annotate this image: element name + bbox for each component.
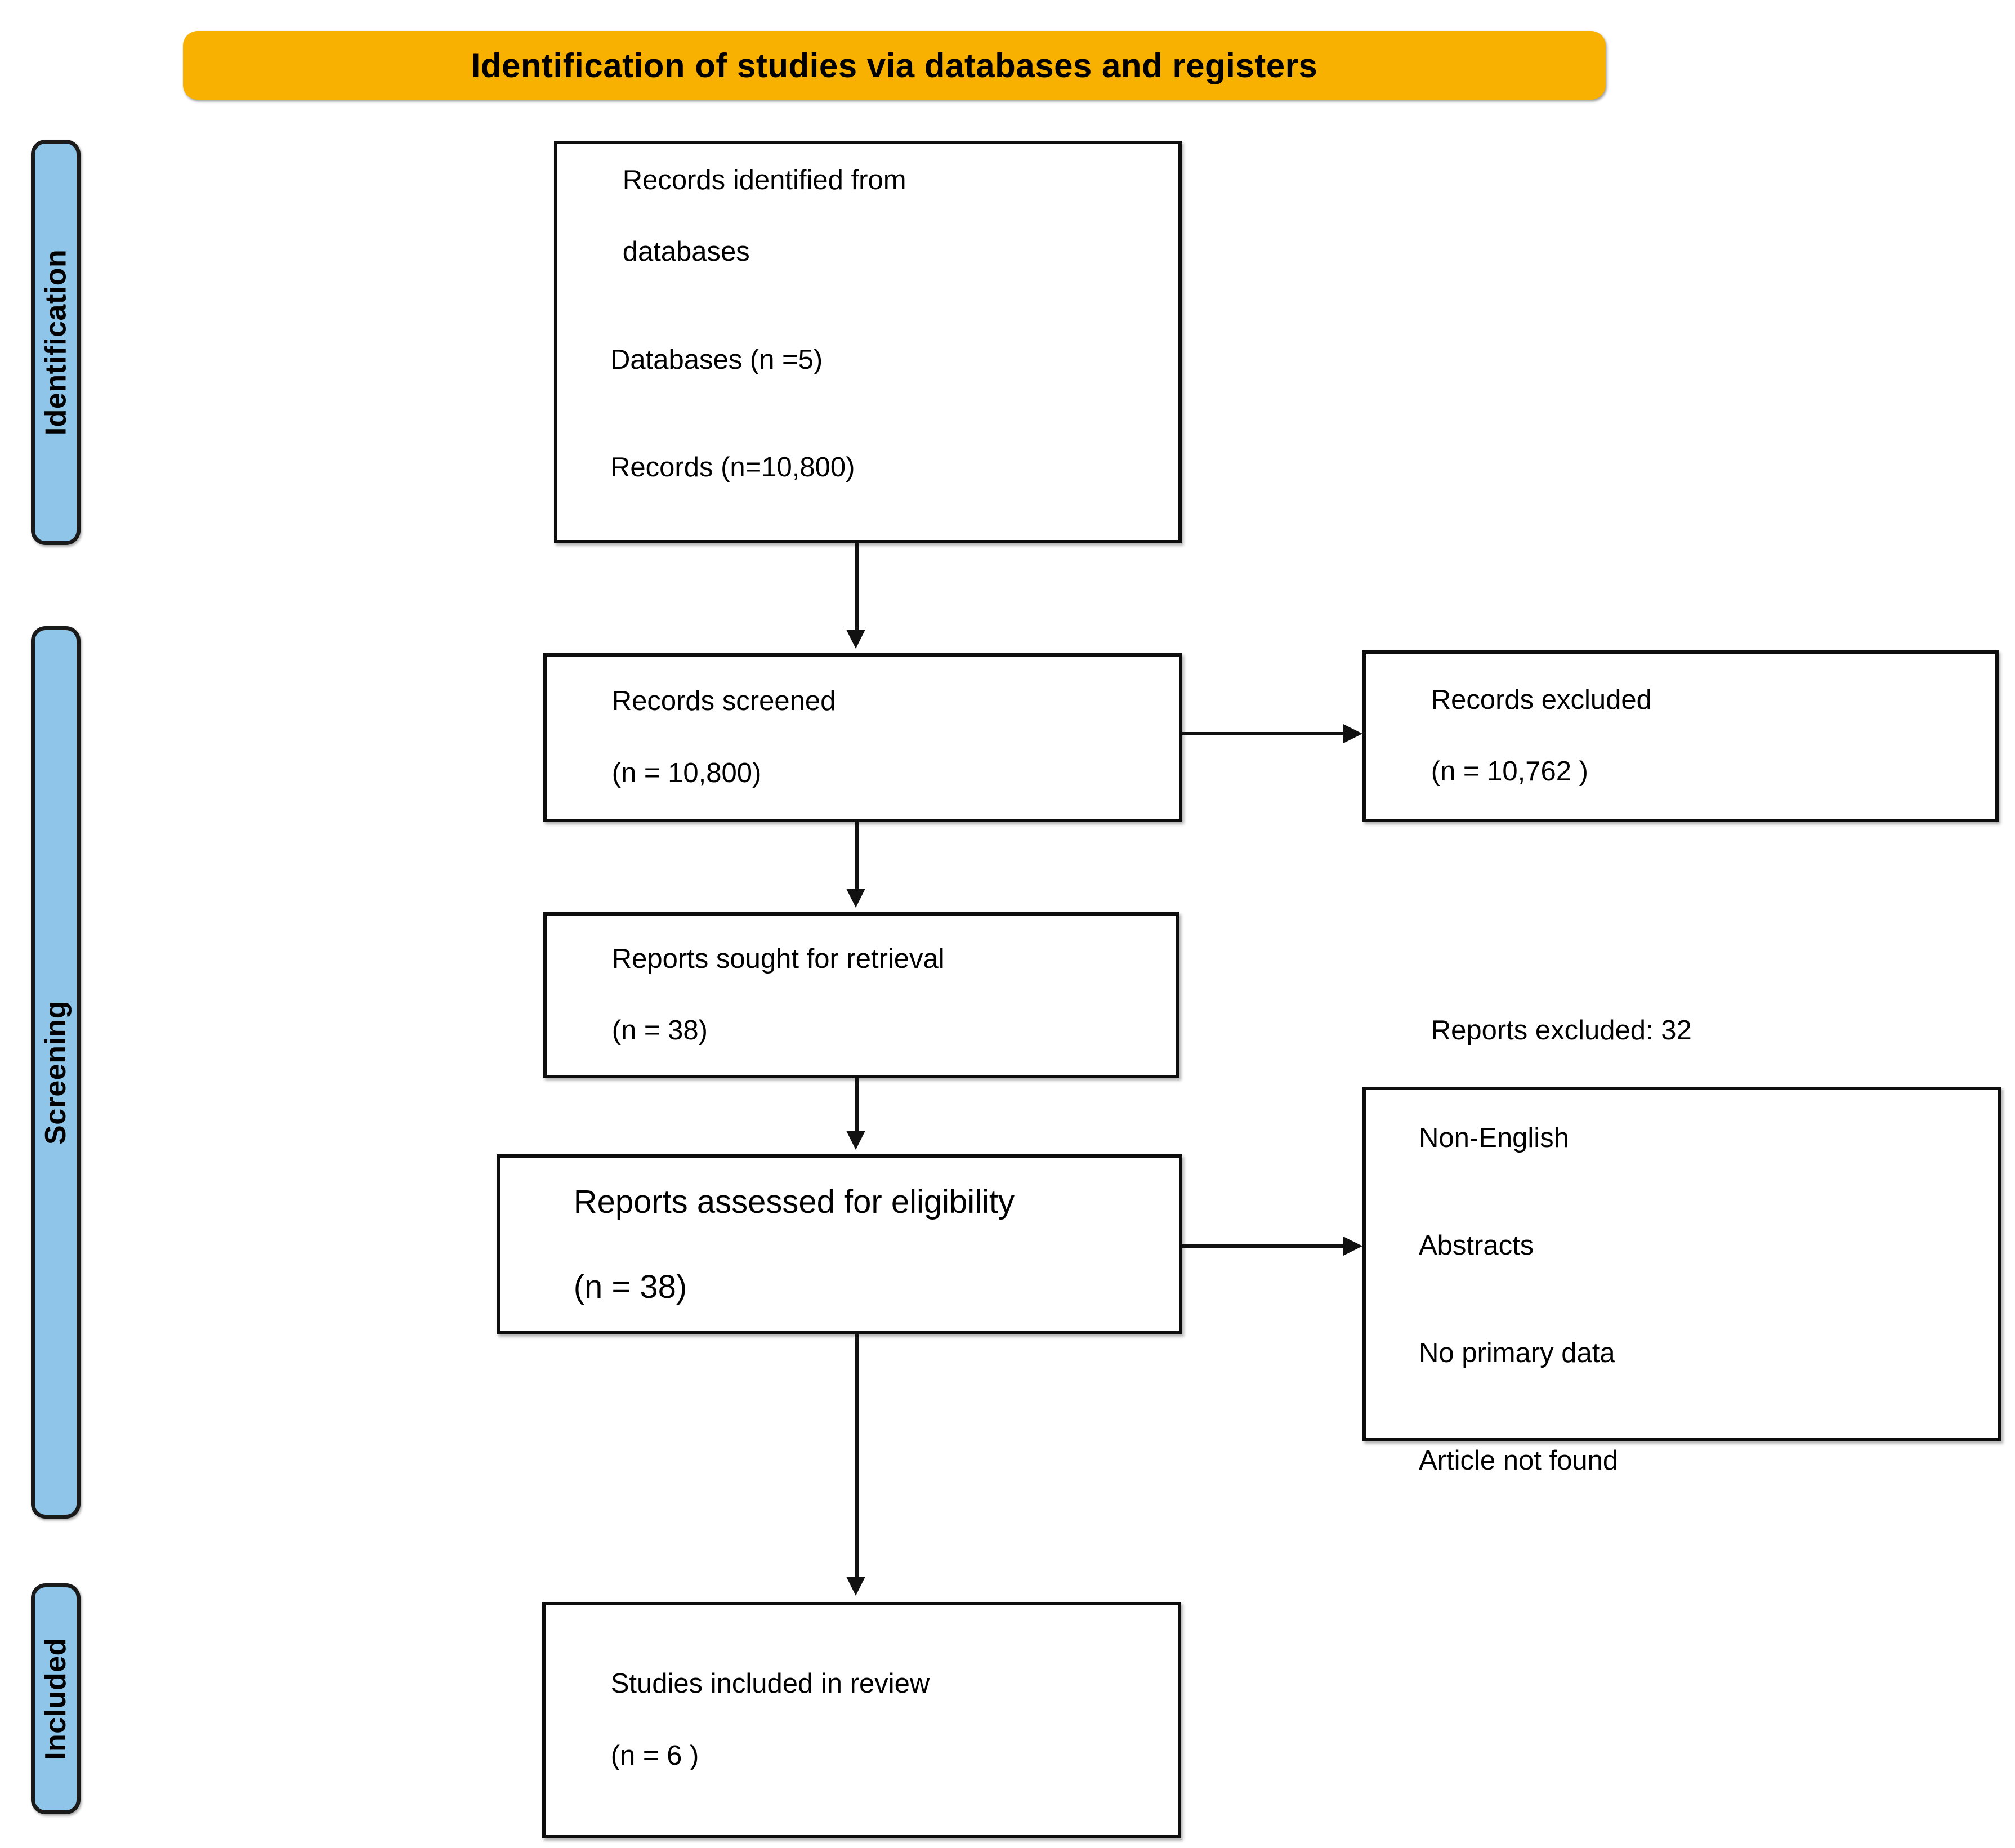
- connector-eligibility-to-reports-excluded: [1182, 1244, 1344, 1248]
- reports-eligibility-label: Reports assessed for eligibility: [573, 1183, 1015, 1220]
- box-reports-sought: Reports sought for retrieval (n = 38): [543, 912, 1179, 1078]
- arrowhead-down-icon: [846, 630, 865, 649]
- diagram-header-banner: Identification of studies via databases …: [183, 31, 1606, 100]
- box-reports-sought-text: Reports sought for retrieval (n = 38): [547, 905, 1176, 1084]
- reports-excluded-reason-4: Article not found: [1419, 1445, 1619, 1476]
- studies-included-label: Studies included in review: [610, 1668, 930, 1699]
- arrowhead-down-icon: [846, 1577, 865, 1596]
- connector-eligibility-to-included: [855, 1334, 859, 1579]
- connector-screened-to-sought: [855, 822, 859, 892]
- records-screened-label: Records screened: [611, 686, 836, 717]
- records-excluded-count: (n = 10,762 ): [1431, 756, 1588, 787]
- stage-label-included: Included: [39, 1637, 73, 1760]
- arrowhead-down-icon: [846, 1131, 865, 1150]
- box-reports-eligibility-text: Reports assessed for eligibility (n = 38…: [500, 1139, 1179, 1351]
- box-records-excluded-text: Records excluded (n = 10,762 ): [1366, 646, 1995, 825]
- records-excluded-label: Records excluded: [1431, 684, 1652, 715]
- stage-label-identification: Identification: [39, 249, 72, 436]
- stage-label-screening: Screening: [39, 1000, 73, 1145]
- reports-excluded-label: Reports excluded: 32: [1431, 1015, 1692, 1046]
- records-screened-count: (n = 10,800): [611, 757, 762, 788]
- box-records-excluded: Records excluded (n = 10,762 ): [1362, 650, 1999, 822]
- diagram-title: Identification of studies via databases …: [471, 46, 1318, 84]
- box-records-identified-text: Records identified from databases Databa…: [557, 127, 1178, 557]
- stage-bar-screening: Screening: [31, 626, 81, 1519]
- records-identified-line2: databases: [622, 236, 750, 267]
- arrowhead-right-icon: [1343, 1237, 1362, 1256]
- records-identified-records: Records (n=10,800): [610, 452, 855, 483]
- reports-excluded-reason-3: No primary data: [1419, 1338, 1615, 1369]
- box-records-identified: Records identified from databases Databa…: [554, 141, 1182, 543]
- box-reports-excluded: Reports excluded: 32 Non-English Abstrac…: [1362, 1015, 2001, 1476]
- connector-screened-to-records-excluded: [1182, 732, 1344, 735]
- box-reports-excluded-text: Reports excluded: 32 Non-English Abstrac…: [1366, 977, 1998, 1551]
- records-identified-databases: Databases (n =5): [610, 344, 823, 375]
- box-records-screened: Records screened (n = 10,800): [543, 653, 1182, 822]
- connector-identified-to-screened: [855, 543, 859, 633]
- reports-sought-label: Reports sought for retrieval: [611, 943, 945, 974]
- stage-bar-identification: Identification: [31, 140, 81, 545]
- records-identified-line1: Records identified from: [622, 165, 906, 196]
- reports-sought-count: (n = 38): [611, 1015, 708, 1046]
- box-studies-included-text: Studies included in review (n = 6 ): [546, 1631, 1178, 1810]
- reports-excluded-reason-2: Abstracts: [1419, 1230, 1534, 1261]
- arrowhead-right-icon: [1343, 724, 1362, 743]
- stage-bar-included: Included: [31, 1583, 81, 1814]
- reports-excluded-reason-1: Non-English: [1419, 1123, 1569, 1154]
- arrowhead-down-icon: [846, 889, 865, 908]
- reports-eligibility-count: (n = 38): [573, 1268, 687, 1305]
- box-studies-included: Studies included in review (n = 6 ): [542, 1602, 1181, 1838]
- box-records-screened-text: Records screened (n = 10,800): [547, 648, 1179, 827]
- connector-sought-to-eligibility: [855, 1078, 859, 1135]
- studies-included-count: (n = 6 ): [610, 1740, 699, 1771]
- box-reports-eligibility: Reports assessed for eligibility (n = 38…: [497, 1154, 1182, 1334]
